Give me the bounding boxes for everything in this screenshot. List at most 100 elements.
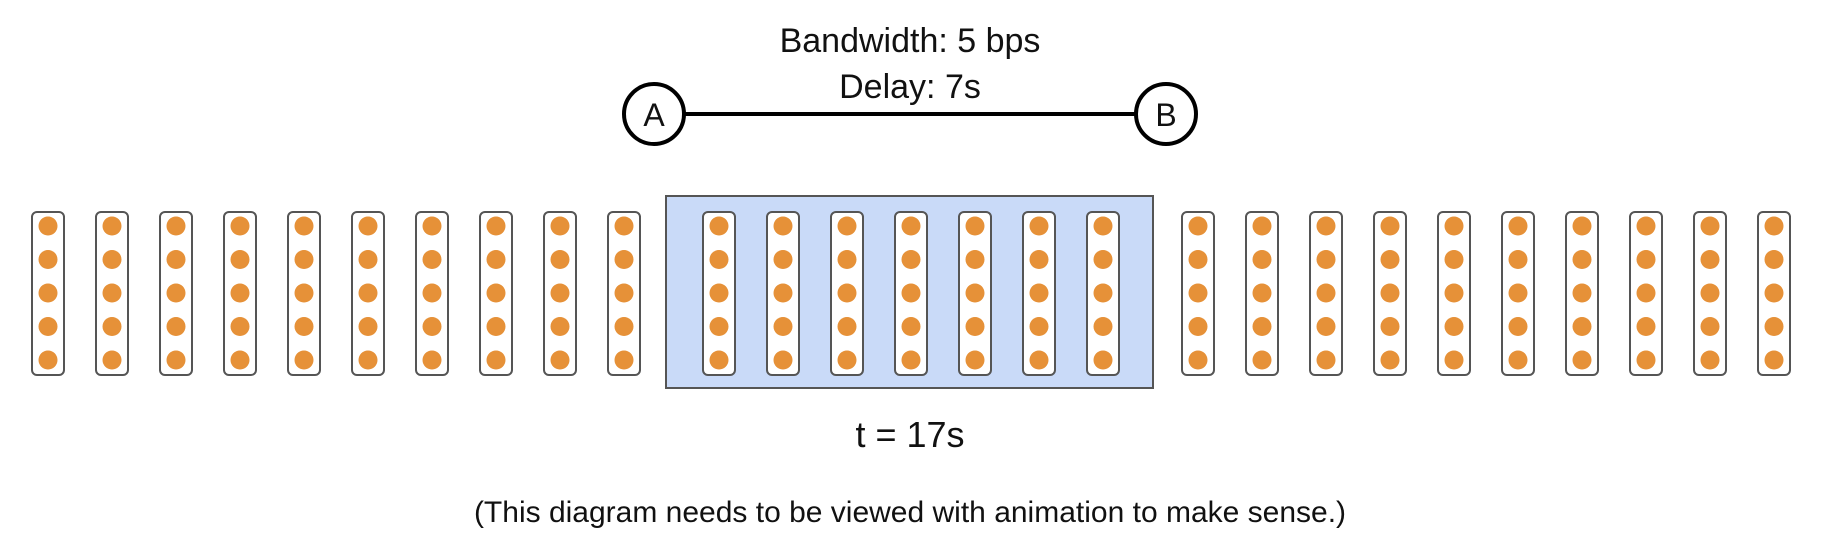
bit-dot (1508, 283, 1528, 303)
bit-dot (1316, 216, 1336, 236)
bit-dot (294, 216, 314, 236)
sent-packets-group (31, 211, 641, 376)
bit-dot (1188, 350, 1208, 370)
bit-dot (166, 250, 186, 269)
node-b-label: B (1155, 97, 1176, 133)
bit-dot (1380, 350, 1400, 370)
sent-packet (95, 211, 129, 376)
bit-dot (614, 350, 634, 370)
in-flight-packet (766, 211, 800, 376)
bit-dot (422, 216, 442, 236)
bit-dot (1700, 317, 1720, 336)
node-a: A (622, 82, 686, 146)
bit-dot (709, 317, 729, 336)
pending-packet (1501, 211, 1535, 376)
bit-dot (1316, 250, 1336, 269)
bit-dot (773, 283, 793, 303)
bit-dot (1572, 350, 1592, 370)
in-flight-packet (958, 211, 992, 376)
bit-dot (965, 283, 985, 303)
bit-dot (1764, 350, 1784, 370)
bit-dot (1444, 283, 1464, 303)
bit-dot (1636, 216, 1656, 236)
sent-packet (415, 211, 449, 376)
bit-dot (166, 216, 186, 236)
bit-dot (1764, 216, 1784, 236)
bit-dot (38, 350, 58, 370)
bit-dot (166, 350, 186, 370)
bit-dot (773, 350, 793, 370)
bit-dot (1029, 350, 1049, 370)
bit-dot (1029, 283, 1049, 303)
pending-packet (1437, 211, 1471, 376)
bit-dot (1508, 250, 1528, 269)
pending-packet (1181, 211, 1215, 376)
bit-dot (550, 216, 570, 236)
bit-dot (1572, 250, 1592, 269)
in-flight-packet (1022, 211, 1056, 376)
bit-dot (1444, 350, 1464, 370)
sent-packet (479, 211, 513, 376)
bandwidth-label: Bandwidth: 5 bps (780, 22, 1041, 60)
bit-dot (1444, 250, 1464, 269)
sent-packet (543, 211, 577, 376)
bit-dot (1508, 317, 1528, 336)
bit-dot (1764, 250, 1784, 269)
bit-dot (550, 283, 570, 303)
bit-dot (1316, 317, 1336, 336)
bit-dot (1252, 216, 1272, 236)
pending-packet (1245, 211, 1279, 376)
bit-dot (1764, 317, 1784, 336)
bit-dot (1316, 350, 1336, 370)
bit-dot (837, 317, 857, 336)
bit-dot (1029, 216, 1049, 236)
bit-dot (965, 250, 985, 269)
bit-dot (1508, 216, 1528, 236)
bit-dot (294, 250, 314, 269)
bit-dot (1380, 283, 1400, 303)
bit-dot (1636, 283, 1656, 303)
bit-dot (1316, 283, 1336, 303)
sent-packet (159, 211, 193, 376)
bit-dot (230, 317, 250, 336)
sent-packet (223, 211, 257, 376)
bit-dot (1572, 216, 1592, 236)
bit-dot (901, 216, 921, 236)
bit-dot (1636, 350, 1656, 370)
in-flight-packet (894, 211, 928, 376)
bit-dot (166, 283, 186, 303)
bit-dot (102, 350, 122, 370)
bit-dot (1029, 317, 1049, 336)
bit-dot (965, 350, 985, 370)
bit-dot (1188, 283, 1208, 303)
bit-dot (230, 250, 250, 269)
bit-dot (230, 216, 250, 236)
bit-dot (901, 350, 921, 370)
bit-dot (1252, 283, 1272, 303)
bit-dot (1252, 317, 1272, 336)
bit-dot (614, 250, 634, 269)
pending-packet (1629, 211, 1663, 376)
bit-dot (1188, 250, 1208, 269)
bit-dot (901, 283, 921, 303)
bit-dot (1700, 216, 1720, 236)
bit-dot (614, 216, 634, 236)
node-b: B (1134, 82, 1198, 146)
bit-dot (358, 216, 378, 236)
bit-dot (550, 250, 570, 269)
bit-dot (709, 250, 729, 269)
bit-dot (422, 317, 442, 336)
bit-dot (773, 317, 793, 336)
bit-dot (230, 283, 250, 303)
bit-dot (486, 350, 506, 370)
bit-dot (837, 283, 857, 303)
bit-dot (102, 317, 122, 336)
bit-dot (709, 350, 729, 370)
bit-dot (1093, 216, 1113, 236)
node-a-label: A (643, 97, 665, 133)
bit-dot (709, 216, 729, 236)
bit-dot (1700, 283, 1720, 303)
bit-dot (773, 250, 793, 269)
bit-dot (294, 283, 314, 303)
